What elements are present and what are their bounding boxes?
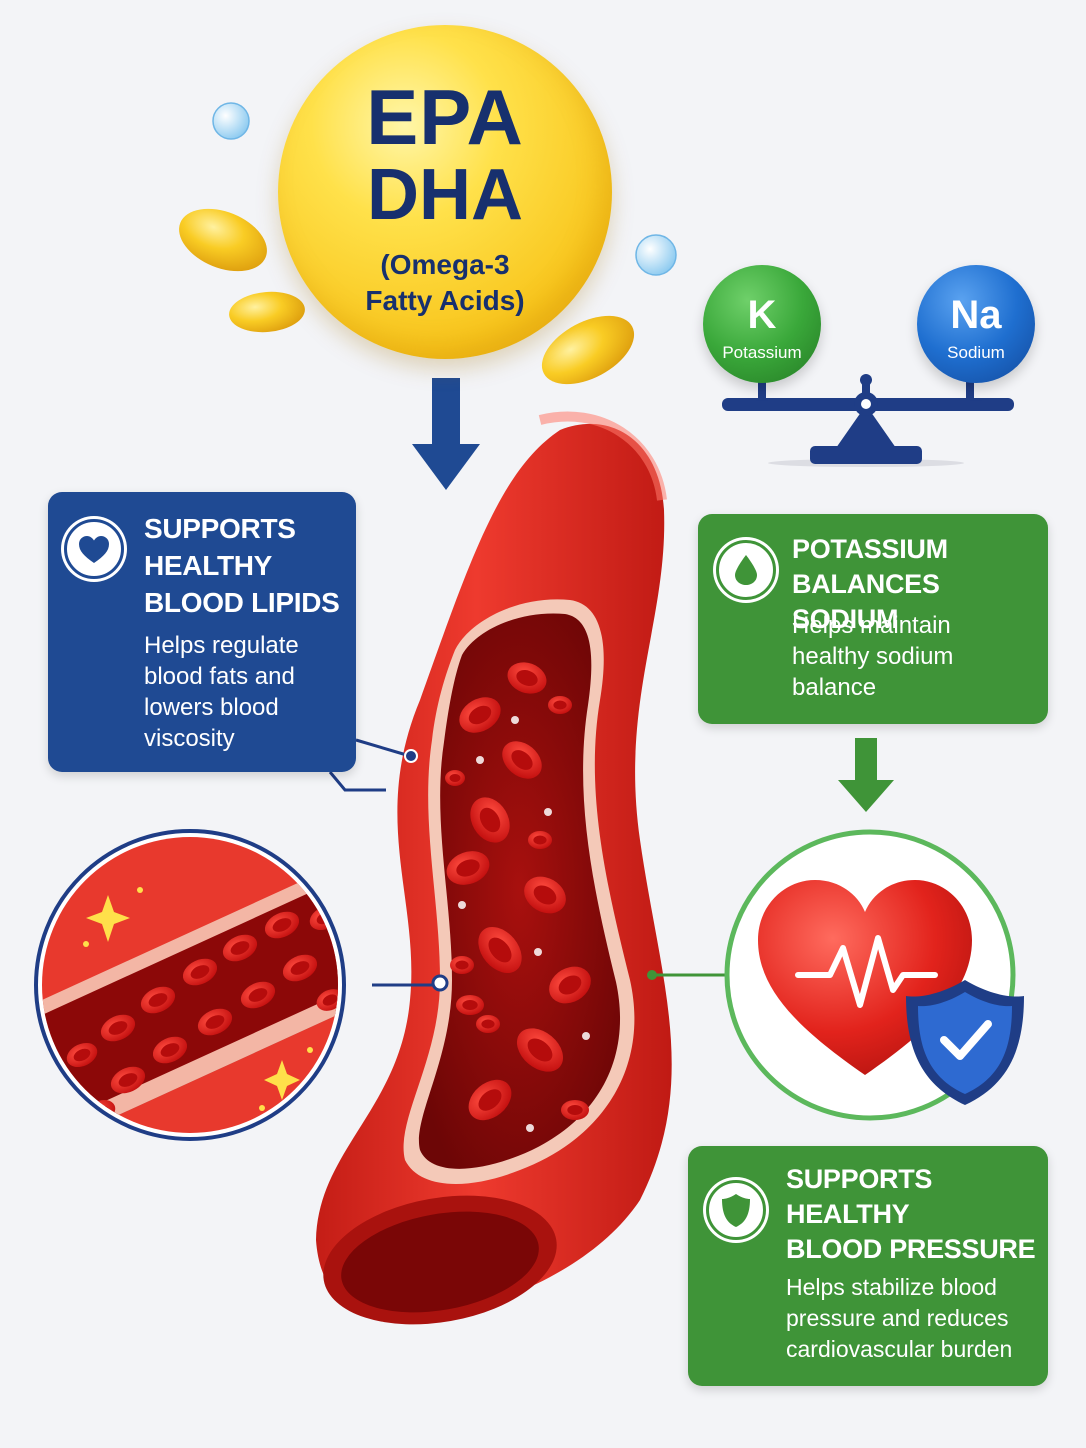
red-blood-cell (140, 986, 176, 1014)
dha-label: DHA (367, 155, 523, 235)
potassium-symbol: K (747, 293, 777, 337)
red-blood-cell (197, 1008, 233, 1036)
red-blood-cell (446, 851, 490, 885)
red-blood-cell (507, 662, 547, 694)
omega3-subtitle-line2: Fatty Acids) (365, 285, 525, 316)
scale-icon (722, 374, 1014, 467)
red-blood-cell (468, 1079, 512, 1121)
blood-lipids-title: SUPPORTS HEALTHY BLOOD LIPIDS (144, 513, 340, 618)
connector-line (355, 738, 411, 758)
magnified-vessel-view (34, 829, 346, 1141)
bubble-decoration (212, 102, 250, 140)
check-shield-icon (906, 980, 1024, 1105)
omega3-bubble: EPA DHA (Omega-3 Fatty Acids) (278, 25, 612, 359)
red-blood-cell (66, 1042, 98, 1068)
red-blood-cell (282, 954, 318, 982)
red-blood-cell (100, 1014, 136, 1042)
platelet-dot (476, 756, 484, 764)
heart-icon (64, 519, 124, 579)
blood-pressure-description: Helps stabilize blood pressure and reduc… (786, 1274, 1013, 1362)
omega-capsule (541, 315, 635, 385)
omega-capsule (229, 291, 305, 333)
heartbeat-icon (795, 935, 938, 1008)
platelet-dot (458, 901, 466, 909)
red-blood-cell (450, 956, 474, 974)
potassium-element: K Potassium (703, 265, 821, 383)
red-blood-cell (445, 770, 465, 786)
blood-pressure-title: SUPPORTS HEALTHY BLOOD PRESSURE (786, 1164, 1036, 1264)
sparkle-icon (83, 887, 313, 1111)
water-drop-icon (716, 540, 776, 600)
platelet-dot (511, 716, 519, 724)
potassium-balance-title: POTASSIUM BALANCES SODIUM (792, 534, 948, 634)
connector-dot (431, 974, 449, 992)
platelet-dot (526, 1124, 534, 1132)
platelet-dot (544, 808, 552, 816)
potassium-balance-description: Helps maintain healthy sodium balance (792, 612, 954, 701)
red-blood-cell (548, 696, 572, 714)
omega-capsule (179, 208, 267, 272)
blood-vessel (316, 411, 672, 1325)
red-blood-cell (222, 934, 258, 962)
sodium-symbol: Na (950, 293, 1002, 337)
sodium-name: Sodium (947, 343, 1005, 362)
blood-lipids-description: Helps regulate blood fats and lowers blo… (144, 632, 299, 752)
red-blood-cell (459, 697, 501, 733)
red-blood-cell (152, 1036, 188, 1064)
red-blood-cell (240, 981, 276, 1009)
heart-health-illustration (724, 829, 1024, 1121)
connector-dot (404, 749, 418, 763)
potassium-balance-card: POTASSIUM BALANCES SODIUM Helps maintain… (698, 514, 1048, 724)
red-blood-cell (478, 926, 522, 974)
epa-label: EPA (366, 73, 524, 161)
connector-dot (647, 970, 657, 980)
potassium-name: Potassium (722, 343, 802, 362)
red-blood-cells (445, 662, 591, 1132)
blood-pressure-card: SUPPORTS HEALTHY BLOOD PRESSURE Helps st… (688, 1146, 1048, 1386)
red-blood-cell (524, 876, 566, 914)
red-blood-cell (561, 1100, 589, 1120)
red-blood-cell (470, 797, 510, 843)
platelet-dot (534, 948, 542, 956)
red-blood-cell (502, 741, 542, 779)
red-blood-cell (182, 958, 218, 986)
platelet-dot (582, 1032, 590, 1040)
down-arrow-icon (838, 738, 894, 812)
omega3-subtitle: (Omega-3 Fatty Acids) (278, 247, 612, 319)
red-blood-cell (476, 1015, 500, 1033)
bubble-decoration (635, 234, 677, 276)
red-blood-cell (516, 1028, 564, 1072)
red-blood-cell (456, 995, 484, 1015)
omega3-subtitle-line1: (Omega-3 (380, 249, 510, 280)
shield-icon (706, 1180, 766, 1240)
red-blood-cell (549, 966, 591, 1004)
down-arrow-icon (412, 378, 480, 490)
red-blood-cell (264, 911, 300, 939)
red-blood-cell (528, 831, 552, 849)
red-blood-cell (110, 1066, 146, 1094)
connector-line (328, 771, 386, 792)
sodium-element: Na Sodium (917, 265, 1035, 383)
blood-lipids-card: SUPPORTS HEALTHY BLOOD LIPIDS Helps regu… (48, 492, 356, 772)
